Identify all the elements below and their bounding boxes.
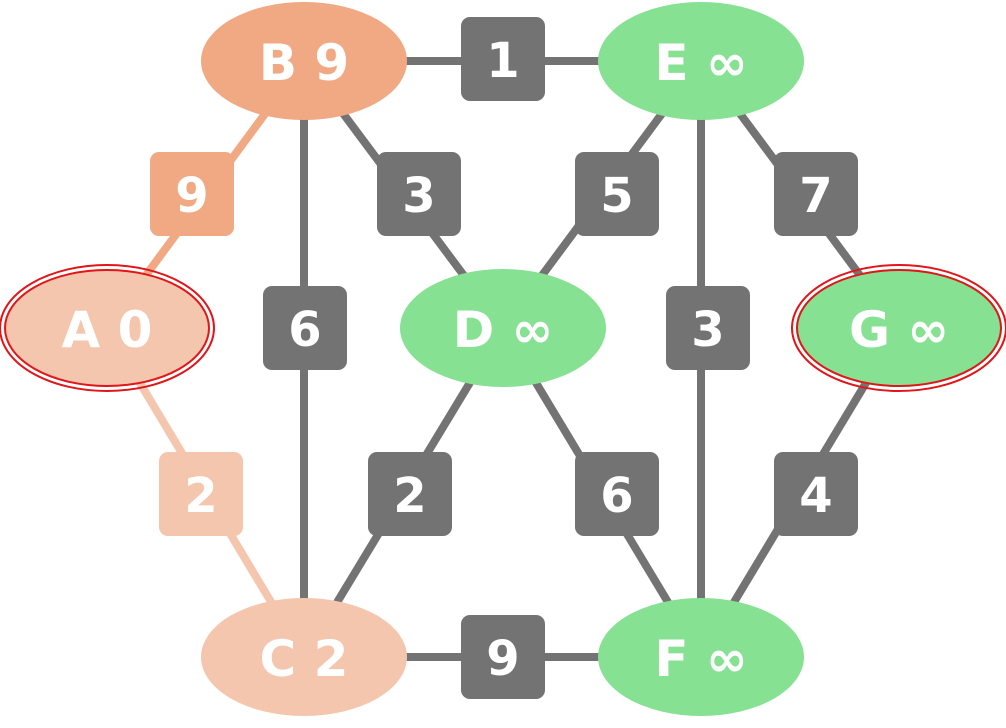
node-label: A 0	[62, 301, 153, 359]
edge-weight-label: 9	[175, 168, 208, 224]
edge-weights-layer: 9 2 1 6 3 2 9 5 6 3 7 4	[150, 17, 858, 699]
node-d[interactable]: D ∞	[400, 269, 606, 387]
node-b[interactable]: B 9	[201, 2, 407, 120]
edge-weight-a-b: 9	[150, 152, 234, 236]
node-label: G ∞	[849, 301, 949, 359]
edge-weight-label: 9	[486, 631, 519, 687]
edge-weight-label: 1	[486, 33, 519, 89]
node-label: F ∞	[654, 630, 747, 688]
edge-weight-c-d: 2	[368, 452, 452, 536]
edge-weight-label: 2	[184, 468, 217, 524]
edge-weight-d-f: 6	[575, 452, 659, 536]
edge-weight-label: 3	[691, 302, 724, 358]
edge-weight-label: 4	[799, 468, 832, 524]
edge-weight-a-c: 2	[159, 452, 243, 536]
edge-weight-label: 7	[799, 168, 832, 224]
edge-weight-e-g: 7	[774, 152, 858, 236]
node-e[interactable]: E ∞	[598, 2, 804, 120]
edge-weight-d-e: 5	[575, 152, 659, 236]
node-label: B 9	[259, 34, 349, 92]
node-g[interactable]: G ∞	[791, 264, 1006, 392]
node-label: C 2	[260, 630, 349, 688]
edge-weight-b-e: 1	[461, 17, 545, 101]
edge-weight-f-g: 4	[774, 452, 858, 536]
node-c[interactable]: C 2	[201, 598, 407, 716]
edge-weight-label: 2	[393, 468, 426, 524]
edge-weight-label: 6	[600, 468, 633, 524]
edge-weight-c-f: 9	[461, 615, 545, 699]
edge-weight-label: 6	[288, 302, 321, 358]
edge-weight-b-d: 3	[377, 152, 461, 236]
node-f[interactable]: F ∞	[598, 598, 804, 716]
node-a[interactable]: A 0	[0, 264, 215, 392]
edge-weight-e-f: 3	[666, 286, 750, 370]
edge-weight-label: 3	[402, 168, 435, 224]
edge-weight-b-c: 6	[263, 286, 347, 370]
node-label: E ∞	[654, 34, 747, 92]
node-label: D ∞	[453, 301, 554, 359]
edge-weight-label: 5	[600, 168, 633, 224]
